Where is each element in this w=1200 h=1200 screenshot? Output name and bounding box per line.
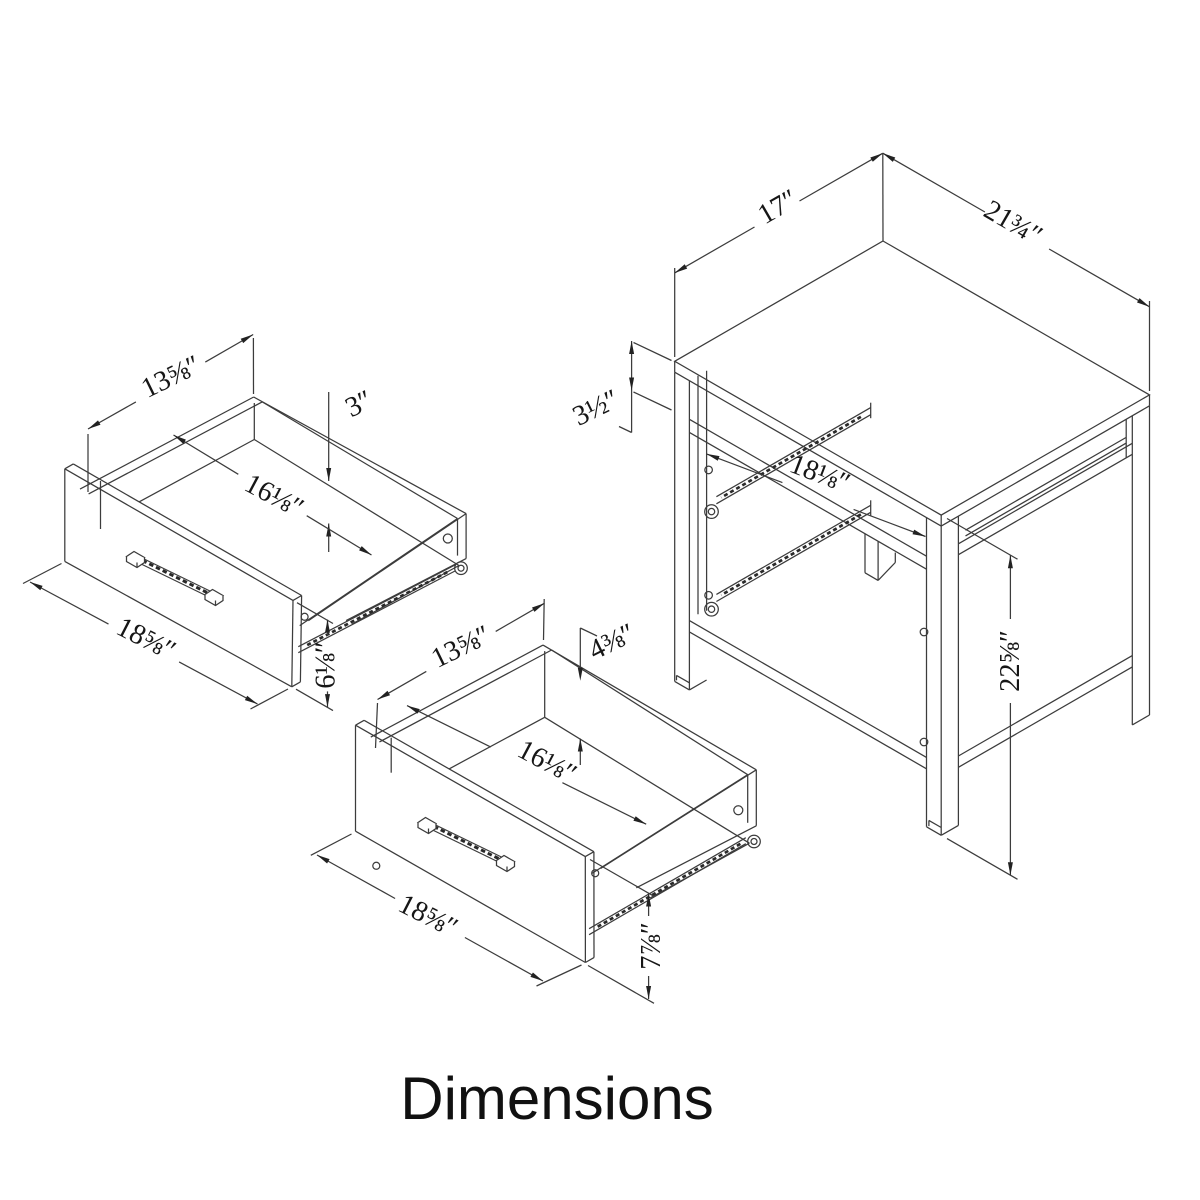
svg-text:22⅝″: 22⅝″	[995, 630, 1026, 692]
svg-text:7⅞″: 7⅞″	[636, 922, 667, 970]
svg-text:6⅛″: 6⅛″	[311, 641, 342, 689]
svg-text:Dimensions: Dimensions	[400, 1065, 713, 1132]
